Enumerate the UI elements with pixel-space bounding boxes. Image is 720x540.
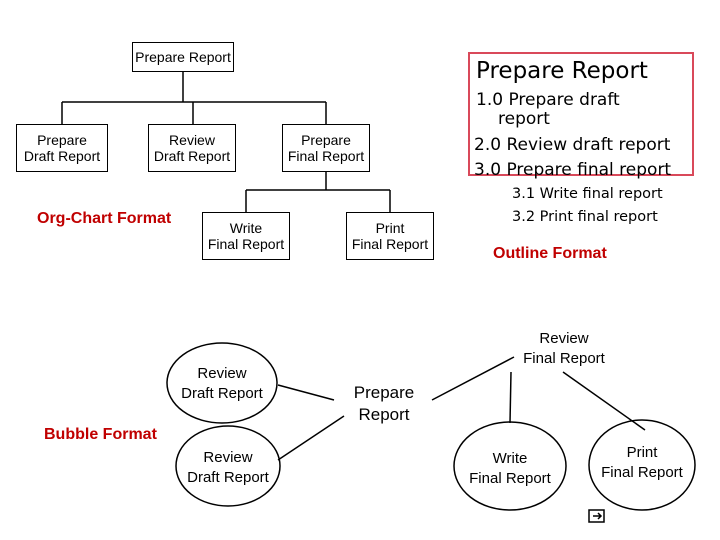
outline-item-1a: 1.0 Prepare draft — [476, 90, 620, 110]
bubble-review-draft-1-label: Review Draft Report — [181, 365, 263, 402]
slide-nav-icon[interactable] — [588, 508, 608, 524]
outline-box — [468, 52, 694, 176]
org-root-box: Prepare Report — [132, 42, 234, 72]
org-connectors — [61, 72, 391, 212]
org-grandchild-write-final: Write Final Report — [202, 212, 290, 260]
org-grandchild-print-final: Print Final Report — [346, 212, 434, 260]
bubble-print-final — [588, 419, 696, 511]
org-child-prepare-draft: Prepare Draft Report — [16, 124, 108, 172]
outline-item-1b: report — [498, 109, 550, 129]
org-child-prepare-final: Prepare Final Report — [282, 124, 370, 172]
outline-sub-1: 3.1 Write final report — [512, 186, 663, 202]
outline-item-3: 3.0 Prepare final report — [474, 160, 672, 180]
bubble-review-draft-2 — [175, 425, 281, 507]
bubble-print-final-label: Print Final Report — [601, 444, 683, 481]
outline-format-label: Outline Format — [493, 245, 607, 262]
bubble-center-label: Prepare Report — [353, 383, 415, 424]
bubble-write-final — [453, 421, 567, 511]
outline-title: Prepare Report — [476, 58, 648, 84]
bubble-shapes — [166, 342, 696, 511]
outline-sub-2: 3.2 Print final report — [512, 209, 658, 225]
bubble-review-draft-1 — [166, 342, 278, 424]
org-child-review-draft: Review Draft Report — [148, 124, 236, 172]
bubble-review-draft-2-label: Review Draft Report — [187, 449, 269, 486]
outline-item-2: 2.0 Review draft report — [474, 135, 671, 155]
bubble-write-final-label: Write Final Report — [469, 450, 551, 487]
org-chart-format-label: Org-Chart Format — [37, 210, 172, 227]
bubble-format-label: Bubble Format — [44, 426, 157, 443]
bubble-review-final-label: Review Final Report — [523, 330, 605, 367]
